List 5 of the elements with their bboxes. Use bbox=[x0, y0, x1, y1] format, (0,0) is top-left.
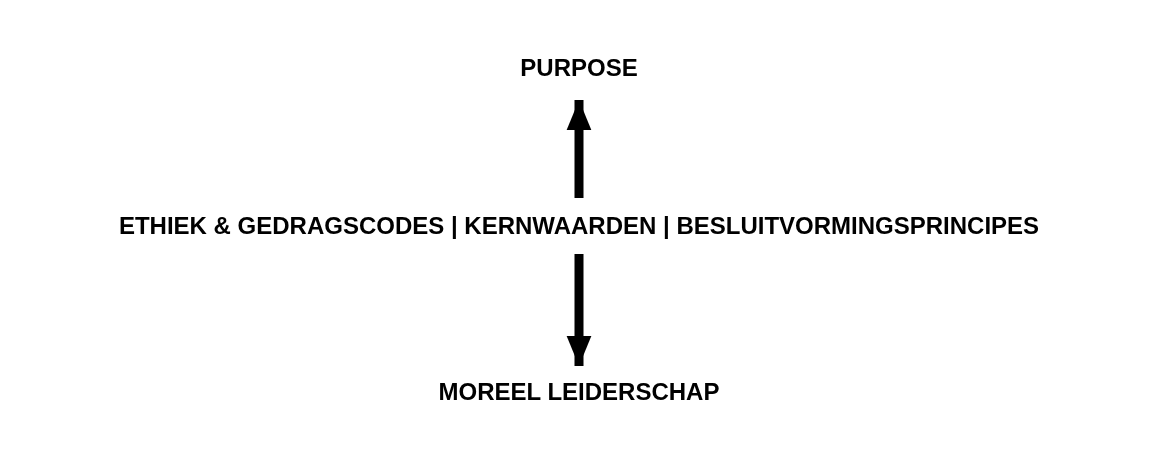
arrow bbox=[566, 254, 592, 366]
node-label: MOREEL LEIDERSCHAP bbox=[438, 378, 720, 405]
node-label: ETHIEK & GEDRAGSCODES | KERNWAARDEN | BESLUITVORMINGSPRINCIPES bbox=[118, 212, 1040, 239]
node-label: PURPOSE bbox=[520, 54, 638, 81]
arrow bbox=[566, 100, 592, 198]
